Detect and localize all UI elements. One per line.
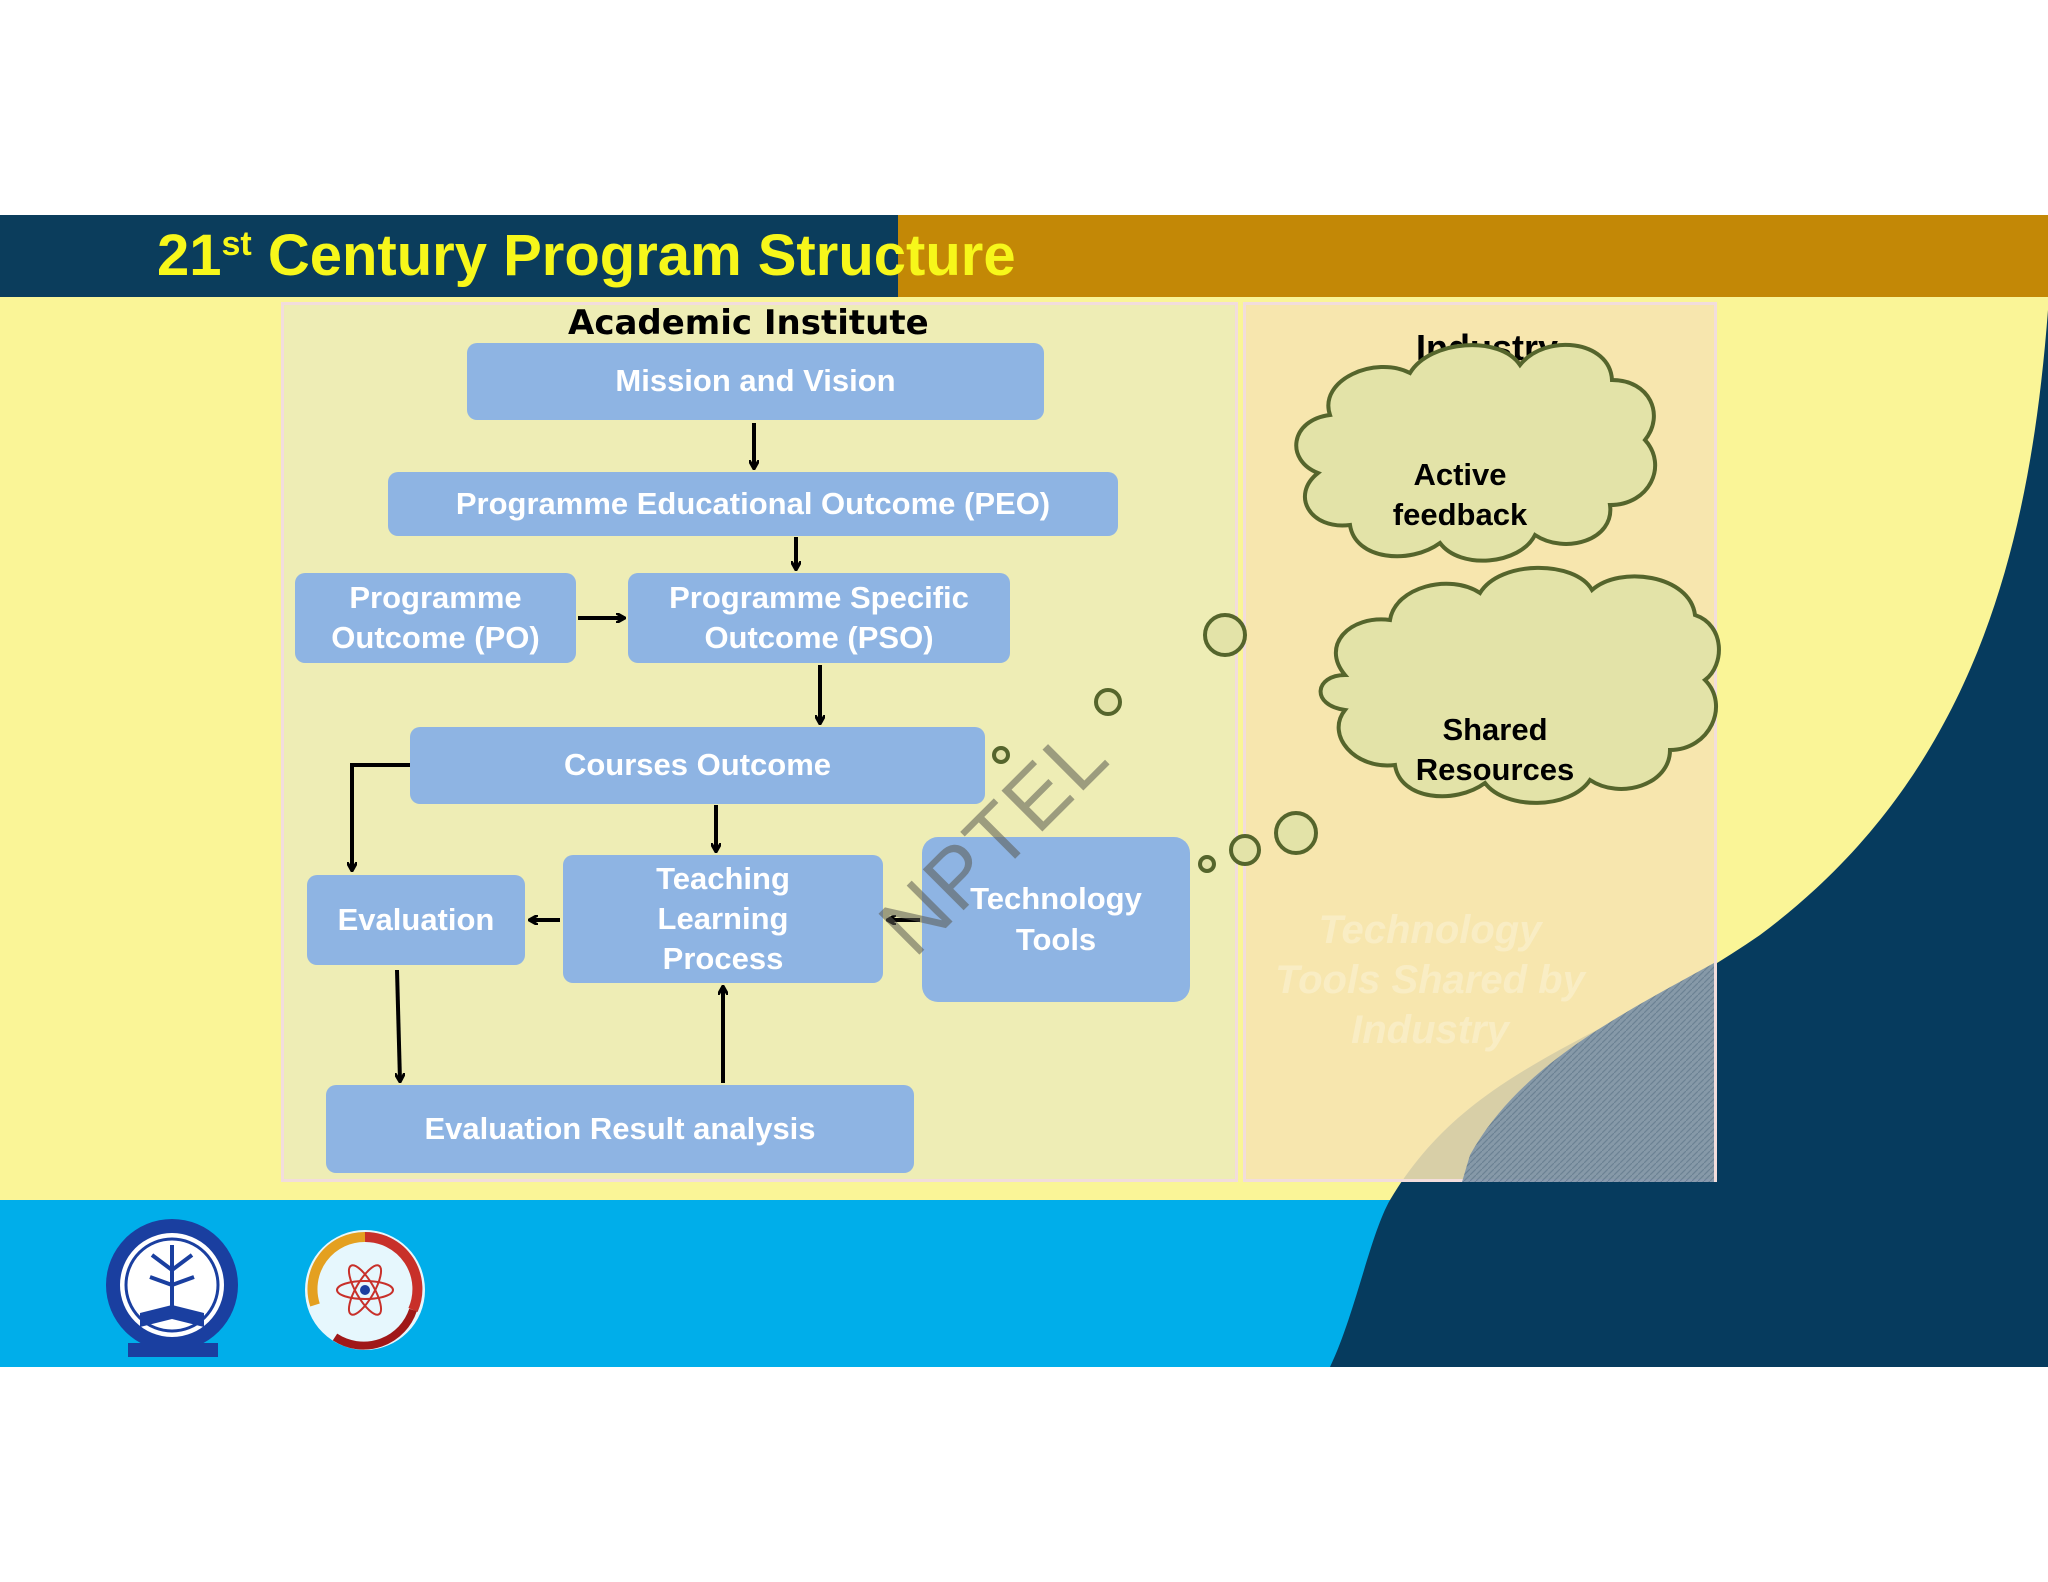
shared-resources-label: Shared Resources bbox=[1415, 712, 1575, 788]
slide-title: 21st Century Program Structure bbox=[157, 223, 1016, 288]
title-bar-left bbox=[0, 215, 898, 297]
academic-institute-heading: Academic Institute bbox=[568, 303, 929, 343]
thought-clouds bbox=[992, 343, 1721, 873]
technology-tools-box: Technology Tools bbox=[922, 837, 1190, 1002]
cloud-shared-resources bbox=[1318, 565, 1721, 805]
peo-box: Programme Educational Outcome (PEO) bbox=[388, 472, 1118, 536]
cloud-active-feedback bbox=[1294, 343, 1658, 563]
pso-box: Programme Specific Outcome (PSO) bbox=[628, 573, 1010, 663]
title-bar-right bbox=[898, 215, 2048, 297]
evaluation-box: Evaluation bbox=[307, 875, 525, 965]
slide: 21st Century Program Structure Academic … bbox=[0, 215, 2048, 1367]
po-box: Programme Outcome (PO) bbox=[295, 573, 576, 663]
teaching-learning-box: Teaching Learning Process bbox=[563, 855, 883, 983]
active-feedback-label: Active feedback bbox=[1392, 457, 1528, 533]
mission-vision-box: Mission and Vision bbox=[467, 343, 1044, 420]
faded-industry-label: Technology Tools Shared by Industry bbox=[1275, 908, 1585, 1052]
hatched-corner bbox=[1462, 963, 1714, 1182]
courses-outcome-box: Courses Outcome bbox=[410, 727, 985, 804]
evaluation-result-box: Evaluation Result analysis bbox=[326, 1085, 914, 1173]
nptel-emblem-logo bbox=[305, 1230, 425, 1350]
iit-kharagpur-logo bbox=[106, 1219, 238, 1357]
